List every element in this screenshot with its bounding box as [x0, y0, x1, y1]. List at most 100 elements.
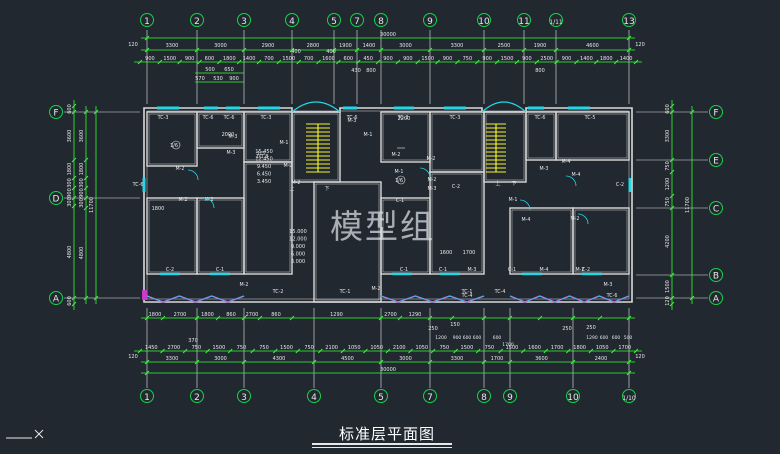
dim-top-row2-label: 700 [264, 56, 274, 62]
dim-bottom-row2-tick [182, 348, 188, 354]
dim-bottom-row2-label: 750 [192, 345, 202, 351]
axis-bubble-bottom [622, 389, 636, 403]
room-bedroom-6-inner [574, 209, 628, 273]
door-tag: M-1 [280, 140, 289, 146]
dim-top-row1-label: 4600 [586, 43, 599, 49]
dim-top-row1-tick [378, 47, 384, 53]
window-top [394, 106, 414, 110]
dim-bottom-row2-tick [272, 348, 278, 354]
dim-bottom-row2-label: 1500 [213, 345, 226, 351]
room-bedroom-6 [572, 207, 630, 275]
axis-label-bottom: 2 [194, 393, 200, 403]
dim-top-total-label: 30000 [380, 32, 396, 38]
dim-right-inner-label: 4200 [665, 235, 671, 248]
dim-bottom-extra: 1200 [435, 335, 447, 341]
axis-bubble-left [49, 291, 63, 305]
dim-top-row2-label: 900 [562, 56, 572, 62]
axis-bubble-bottom [190, 389, 204, 403]
dim-left-mid-label: 900 [79, 188, 85, 198]
door-tag: M-1 [509, 197, 518, 203]
axis-label-top: 11 [518, 17, 529, 27]
axis-label-top: 5 [331, 17, 337, 27]
axis-label-top: 1/11 [549, 19, 563, 26]
dim-top-row2-label: 1500 [421, 56, 434, 62]
window-tag: C-2 [582, 267, 590, 273]
window-top [204, 106, 218, 110]
room-stair-2 [483, 111, 527, 183]
dim-bottom-extra: 500 [624, 335, 633, 341]
door-tag: M-3 [468, 267, 477, 273]
axis-bubble-bottom [237, 389, 251, 403]
dim-bottom-extra: 900 [453, 335, 462, 341]
room-stair-2-inner [485, 113, 525, 181]
dim-right-inner-label: 750 [665, 161, 671, 171]
axis-bubble-left [49, 191, 63, 205]
dim-bottom-row2-tick [227, 348, 233, 354]
dim-bottom-row2-tick [498, 348, 504, 354]
axis-label-top: 10 [478, 17, 490, 27]
dim-top-extra: 800 [366, 68, 376, 74]
axis-label-bottom: 1 [144, 393, 150, 403]
dim-bottom-row3-label: 2700 [174, 312, 187, 318]
door-tag: M-3 [348, 118, 357, 124]
axis-bubble-top [285, 13, 299, 27]
window-top [226, 106, 240, 110]
door-tag: M-4 [562, 159, 571, 165]
dim-left-inner-tick [71, 185, 77, 191]
dim-right-inner-label: 600 [665, 104, 671, 114]
bay-arc-right [481, 101, 527, 113]
room-kitchen-1-inner [198, 199, 243, 273]
dim-bottom-row2-tick [633, 348, 639, 354]
axis-bubble-top [237, 13, 251, 27]
room-kitchen-1 [196, 197, 245, 275]
dim-left-inner-tick [71, 295, 77, 301]
window-top [444, 106, 466, 110]
dim-bottom-row3-tick [481, 315, 487, 321]
axis-bubble-top [549, 13, 563, 27]
axis-label-right: A [713, 295, 720, 305]
dim-top-row2-label: 2500 [540, 56, 553, 62]
window-tag: TC-6 [132, 182, 144, 188]
dim-top-row1-label: 1900 [339, 43, 352, 49]
dim-top-row2-label: 900 [482, 56, 492, 62]
door-tag: M-2 [372, 286, 381, 292]
door-swing [519, 199, 531, 211]
axis-bubble-right [709, 291, 723, 305]
window-bottom [440, 272, 460, 276]
dim-bottom-extra: 600 [493, 335, 502, 341]
dim-top-row2-label: 900 [383, 56, 393, 62]
misc-label: 1700 [463, 250, 476, 256]
room-hall-1-inner [245, 163, 291, 273]
dim-top-extra: 120 [635, 42, 645, 48]
dim-left-inner-label: 1800 [67, 163, 73, 176]
axis-label-right: C [713, 205, 719, 215]
dim-bottom-row2-tick [385, 348, 391, 354]
dim-top-row1-tick [354, 47, 360, 53]
door-tag: M-4 [522, 217, 531, 223]
balcony-left-rail [146, 295, 245, 303]
dim-top-row2-label: 1500 [282, 56, 295, 62]
dim-bottom-row3-tick [597, 315, 603, 321]
dim-left-inner-label: 300 [67, 178, 73, 188]
dim-bottom-row3-tick [537, 315, 543, 321]
axis-bubble-right [709, 268, 723, 282]
dim-top-row2-tick [474, 59, 480, 65]
axis-bubble-top [190, 13, 204, 27]
dim-bottom-extra: 120 [128, 354, 138, 360]
dim-bottom-total-tick [626, 370, 632, 376]
axis-label-top: 8 [378, 17, 384, 27]
axis-label-right: B [713, 272, 719, 282]
dim-top-row2-tick [236, 59, 242, 65]
misc-label: 上 [289, 185, 294, 192]
window-tag: TC-4 [494, 289, 506, 295]
dim-bottom-row3-tick [160, 315, 166, 321]
level-marker [171, 140, 181, 150]
dim-bottom-row2-label: 1050 [415, 345, 428, 351]
dim-right-inner-tick [669, 205, 675, 211]
door-tag: M-1 [395, 169, 404, 175]
dim-top-row1-tick [331, 47, 337, 53]
elevation-label: 12.450 [255, 157, 273, 163]
dim-right-inner-tick [669, 301, 675, 307]
room-bedroom-4 [429, 111, 485, 173]
dim-bottom-row1-tick [144, 359, 150, 365]
